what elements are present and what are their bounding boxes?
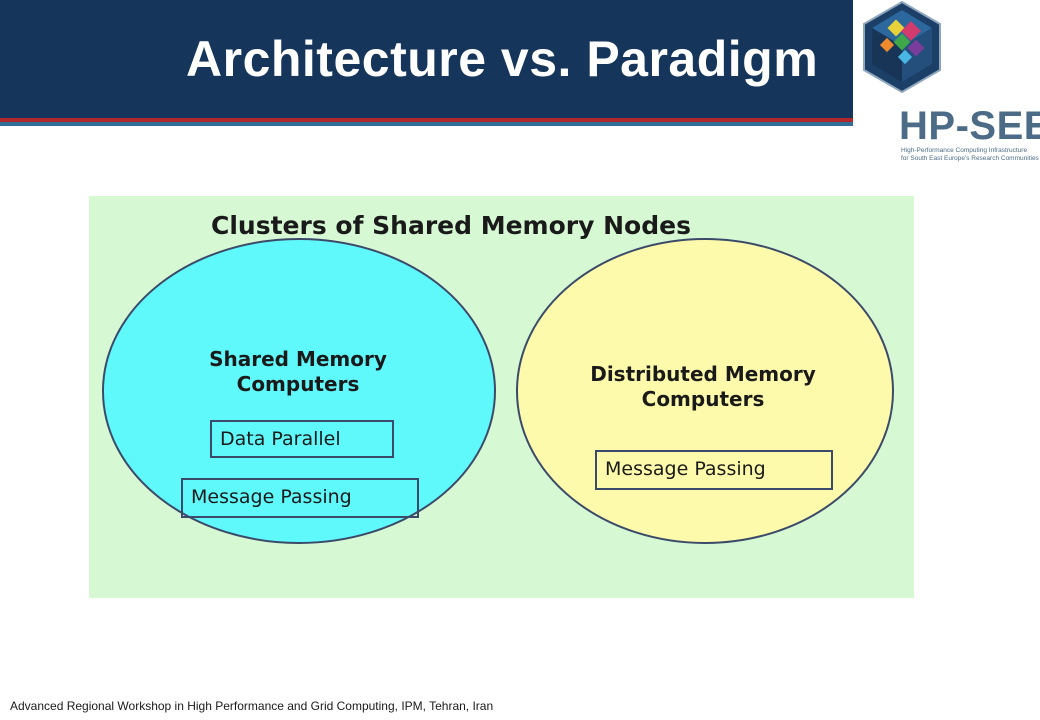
logo-tagline: High-Performance Computing Infrastructur… — [901, 147, 1039, 163]
paradigm-box-data-parallel: Data Parallel — [210, 420, 394, 458]
title-rule-red — [0, 118, 853, 122]
slide-footer: Advanced Regional Workshop in High Perfo… — [10, 699, 494, 713]
distributed-memory-label: Distributed Memory Computers — [563, 362, 843, 412]
diagram-title: Clusters of Shared Memory Nodes — [211, 211, 691, 240]
hp-see-logo-icon — [863, 0, 941, 94]
title-bar — [0, 0, 853, 118]
logo-name: HP-SEE — [899, 104, 1040, 148]
shared-memory-label-line-1: Shared Memory — [209, 347, 387, 371]
distributed-memory-ellipse — [516, 238, 894, 544]
diagram-panel: Clusters of Shared Memory Nodes Shared M… — [89, 196, 914, 598]
logo-tagline-line-2: for South East Europe's Research Communi… — [901, 155, 1039, 162]
logo-tagline-line-1: High-Performance Computing Infrastructur… — [901, 147, 1028, 154]
distributed-memory-label-line-1: Distributed Memory — [590, 362, 816, 386]
shared-memory-ellipse — [102, 238, 496, 544]
distributed-memory-label-line-2: Computers — [641, 387, 765, 411]
diagram-shapes — [102, 238, 894, 544]
paradigm-box-message-passing-distributed: Message Passing — [595, 450, 833, 490]
shared-memory-label: Shared Memory Computers — [185, 347, 411, 397]
shared-memory-label-line-2: Computers — [236, 372, 360, 396]
slide-title: Architecture vs. Paradigm — [186, 31, 819, 87]
title-rule-blue — [0, 122, 853, 126]
paradigm-box-message-passing-shared: Message Passing — [181, 478, 419, 518]
